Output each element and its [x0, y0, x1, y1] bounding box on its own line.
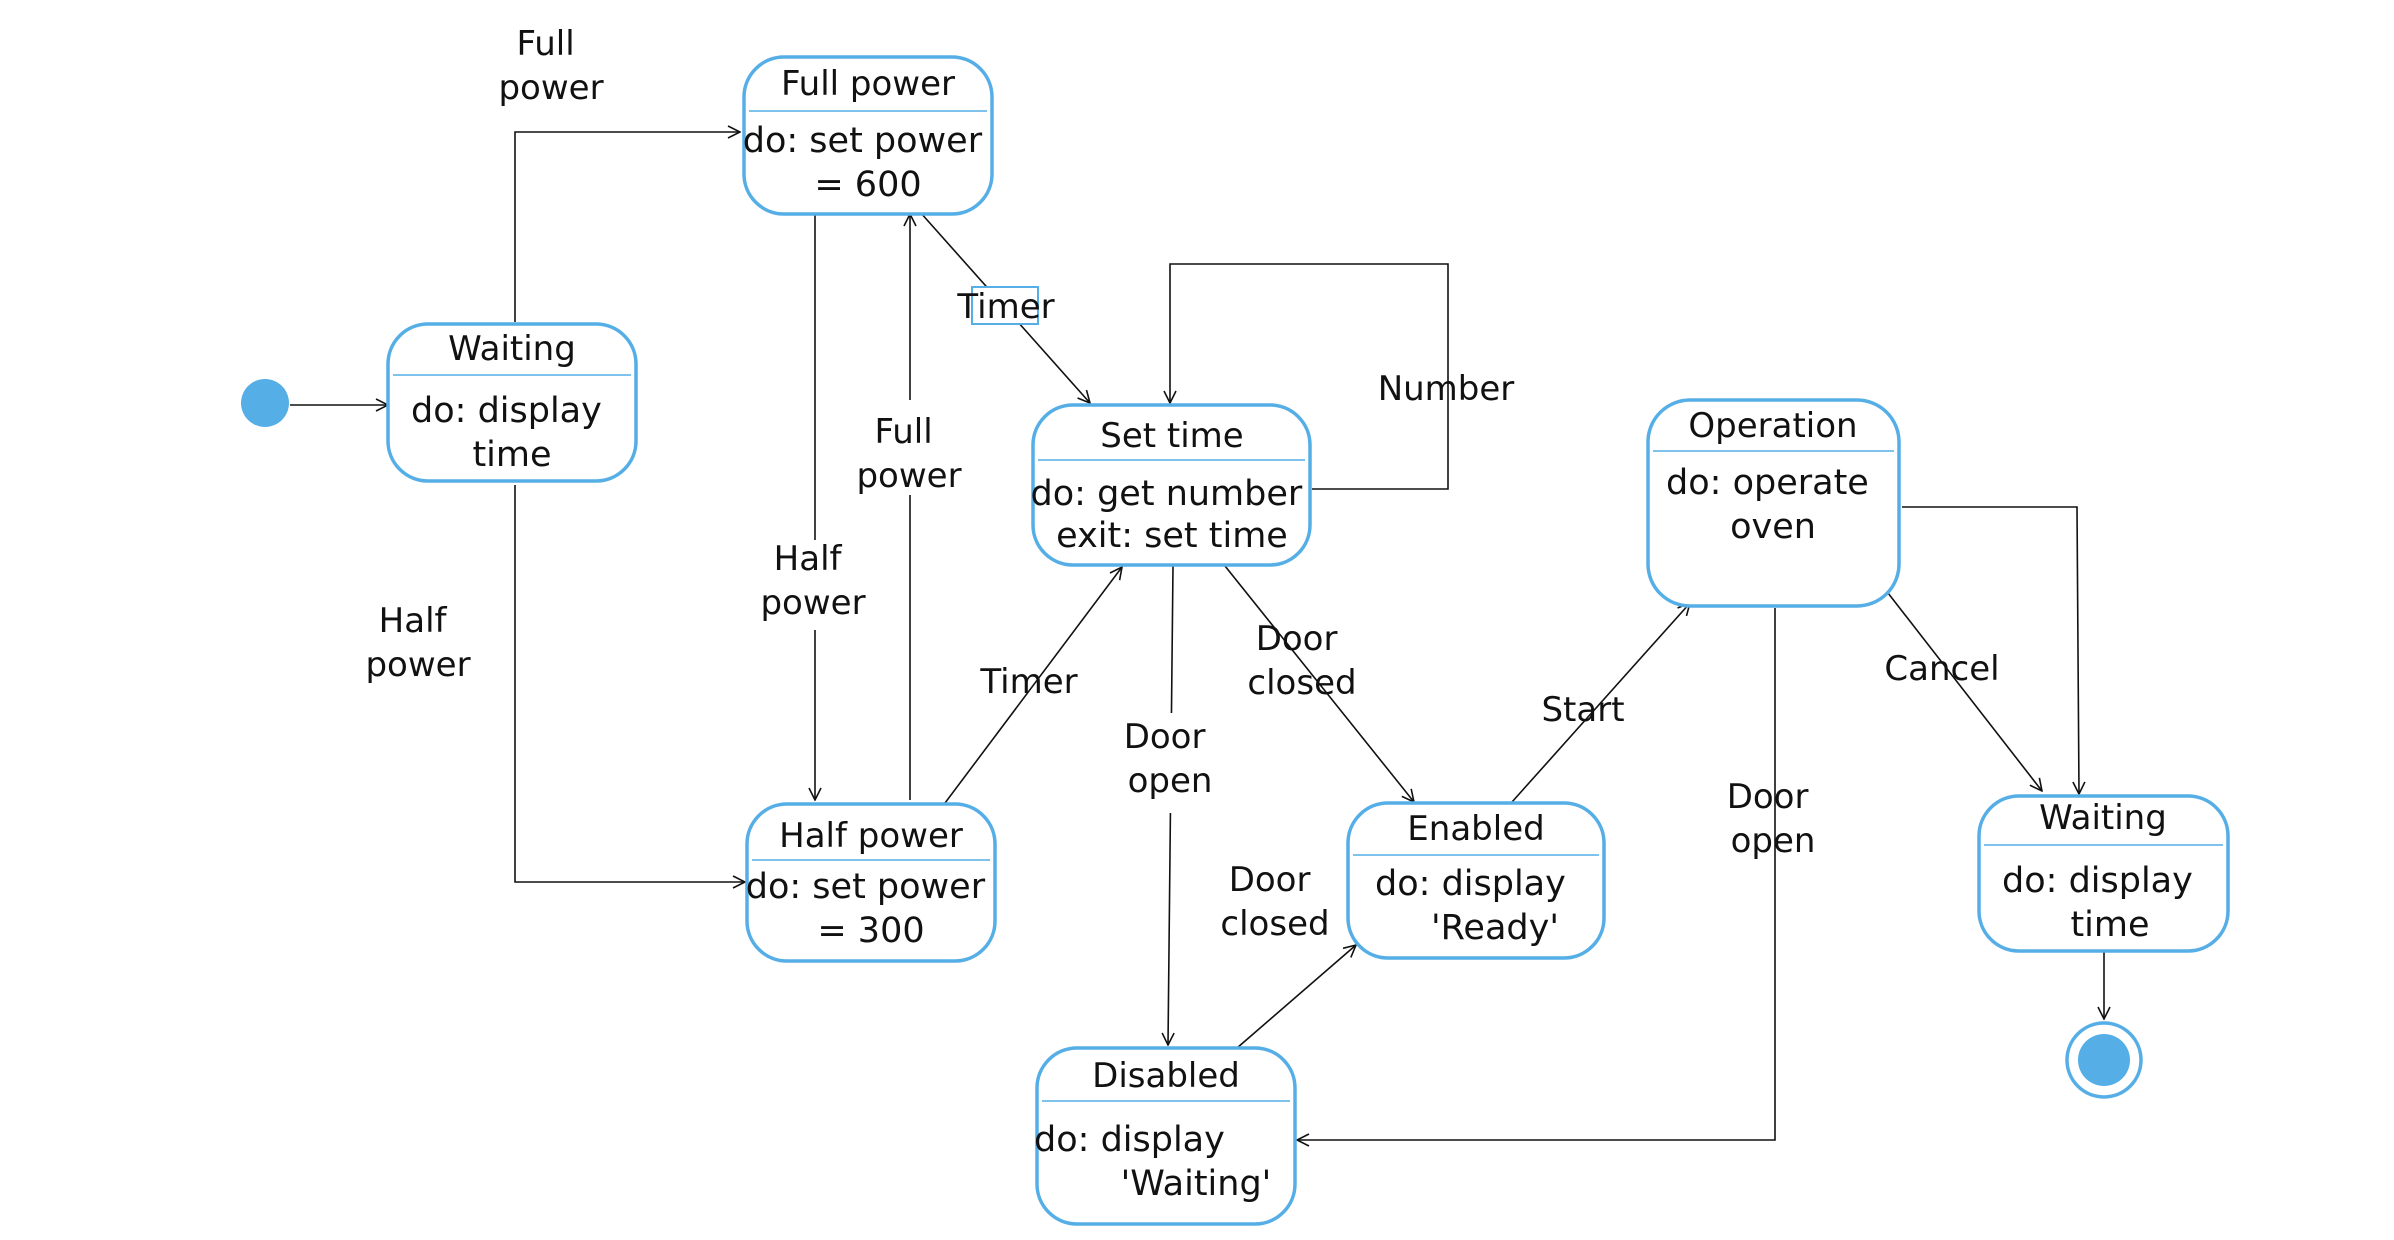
timer-label-highlight — [971, 286, 1039, 325]
edge-number-loop — [1170, 263, 1449, 490]
label-set-time-door-open: Door open — [1124, 717, 1217, 801]
state-half-power: Half power do: set power = 300 — [745, 802, 997, 963]
edge-start — [1511, 603, 1690, 803]
label-waiting-to-half: Half power — [365, 601, 470, 685]
state-action: do: display 'Ready' — [1375, 864, 1577, 948]
state-title: Enabled — [1407, 809, 1544, 849]
state-disabled: Disabled do: display 'Waiting' — [1034, 1046, 1297, 1226]
label-backgrounds — [770, 400, 1215, 813]
edge-cancel — [1887, 592, 2042, 791]
label-start: Start — [1541, 690, 1624, 730]
label-disabled-door-closed: Door closed — [1220, 860, 1329, 944]
label-waiting-to-full: Full power — [498, 24, 603, 108]
final-state-node — [2065, 1021, 2143, 1099]
state-title: Half power — [779, 816, 963, 856]
state-title: Disabled — [1092, 1056, 1240, 1096]
state-action: do: get number exit: set time — [1031, 474, 1314, 556]
edge-operation-to-waiting — [1902, 506, 2079, 794]
state-title: Set time — [1100, 416, 1243, 456]
state-action: do: operate oven — [1666, 463, 1880, 547]
label-operation-door-open: Door open — [1727, 777, 1820, 861]
state-action: do: display 'Waiting' — [1034, 1120, 1271, 1204]
state-title: Operation — [1688, 406, 1857, 446]
edge-half-power-timer — [944, 567, 1122, 804]
state-title: Waiting — [448, 329, 576, 369]
edge-operation-door-open — [1297, 608, 1776, 1140]
state-action: do: display time — [2002, 861, 2204, 945]
label-half-power-timer: Timer — [979, 662, 1077, 702]
edge-waiting-to-half-power — [514, 485, 745, 882]
state-set-time: Set time do: get number exit: set time — [1031, 403, 1314, 567]
state-action: do: set power = 300 — [746, 867, 996, 951]
label-cancel: Cancel — [1884, 649, 1999, 689]
state-waiting-start: Waiting do: display time — [386, 322, 638, 483]
transitions — [290, 132, 2104, 1140]
label-half-to-full: Full power — [856, 412, 961, 496]
state-title: Full power — [781, 64, 955, 104]
state-operation: Operation do: operate oven — [1646, 398, 1901, 608]
transition-labels: Full power Half power Half power Full po… — [365, 24, 1999, 944]
state-enabled: Enabled do: display 'Ready' — [1346, 801, 1606, 960]
label-full-power-timer: Timer — [956, 287, 1054, 327]
initial-state-node — [241, 379, 289, 427]
edge-disabled-door-closed — [1236, 945, 1356, 1049]
label-full-to-half: Half power — [760, 539, 865, 623]
edge-set-time-door-closed — [1224, 565, 1414, 802]
state-full-power: Full power do: set power = 600 — [742, 55, 994, 216]
edge-waiting-to-full-power — [514, 132, 740, 322]
state-action: do: display time — [411, 391, 613, 475]
label-set-time-door-closed: Door closed — [1247, 619, 1356, 703]
state-waiting-end: Waiting do: display time — [1977, 794, 2230, 953]
state-title: Waiting — [2039, 798, 2167, 838]
state-action: do: set power = 600 — [743, 121, 993, 205]
label-number: Number — [1378, 369, 1515, 409]
